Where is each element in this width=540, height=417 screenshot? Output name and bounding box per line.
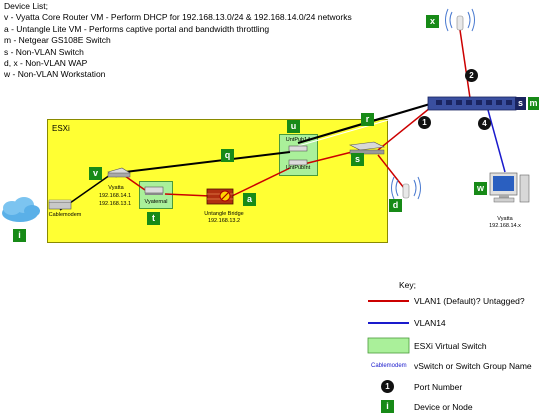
tag-i: i [13, 229, 26, 242]
key-vswitch-name-label: vSwitch or Switch Group Name [414, 361, 532, 371]
cloud-icon [2, 197, 40, 222]
untpub-switch-icon [288, 145, 308, 166]
link-switch-s-wap-d [377, 154, 405, 189]
workstation-icon [489, 172, 530, 203]
link-switch-s-netgear [377, 107, 431, 151]
key-vlan14-label: VLAN14 [414, 318, 446, 328]
port-number-1: 1 [418, 116, 431, 129]
esxi-host-box [47, 119, 388, 243]
vyaternal-label: Vyaternal [144, 199, 168, 205]
tag-x: x [426, 15, 439, 28]
vyatta-router-label-3: 192.168.13.1 [98, 201, 132, 207]
untangle-label-2: 192.168.13.2 [207, 218, 241, 224]
vyatta-router-label-2: 192.168.14.1 [98, 193, 132, 199]
key-port-label: Port Number [414, 382, 463, 392]
wireless-ap-icon-d [391, 176, 421, 200]
port-number-2: 2 [465, 69, 478, 82]
tag-u: u [287, 120, 300, 133]
esxi-label: ESXi [52, 124, 70, 133]
link-wap-x-netgear [459, 29, 471, 99]
key-device-label: Device or Node [414, 402, 473, 412]
vyatta-router-label-1: Vyatta [108, 185, 124, 191]
link-netgear-workstation [487, 109, 506, 173]
workstation-label-2: 192.168.14.x [489, 223, 521, 229]
key-vlan1-label: VLAN1 (Default)? Untagged? [414, 296, 525, 306]
untpubint-label: UntPubInt [285, 165, 311, 171]
netgear-switch-icon [427, 96, 517, 111]
tag-q: q [221, 149, 234, 162]
workstation-label-1: Vyatta [497, 216, 513, 222]
link-trunk-highlight [297, 107, 431, 147]
key-vswitch-swatch [367, 337, 410, 354]
link-vyaternal-untangle [164, 193, 211, 197]
device-list-item: s - Non-VLAN Switch [4, 46, 84, 57]
device-list-item: d, x - Non-VLAN WAP [4, 58, 88, 69]
key-vswitch-label: ESXi Virtual Switch [414, 341, 487, 351]
tag-netgear-s: s [515, 97, 526, 110]
tag-s: s [351, 153, 364, 166]
network-switch-icon [348, 141, 386, 155]
cablemodem-label: Cablemodem [48, 212, 82, 218]
key-heading: Key; [399, 280, 417, 290]
tag-r: r [361, 113, 374, 126]
firewall-icon [206, 188, 234, 205]
wireless-ap-icon-x [445, 8, 475, 32]
tag-d: d [389, 199, 402, 212]
tag-a: a [243, 193, 256, 206]
device-list: Device List; v - Vyatta Core Router VM -… [4, 1, 352, 81]
tag-t: t [147, 212, 160, 225]
untangle-label-1: Untangle Bridge [204, 211, 244, 217]
device-list-item: w - Non-VLAN Workstation [4, 69, 106, 80]
link-untangle-untpubint [231, 167, 291, 197]
device-list-heading: Device List; [4, 1, 48, 11]
link-vyatta-untpub14 [124, 151, 291, 173]
cablemodem-icon [48, 199, 72, 210]
device-list-item: v - Vyatta Core Router VM - Perform DHCP… [4, 12, 352, 23]
tag-v: v [89, 167, 102, 180]
tag-w: w [474, 182, 487, 195]
router-icon [107, 167, 131, 178]
vswitch-untpub [279, 134, 318, 176]
key-device-tag: i [381, 400, 394, 413]
key-vswitch-name-sample: Cablemodem [371, 363, 407, 369]
key-port-circle: 1 [381, 380, 394, 393]
device-list-item: a - Untangle Lite VM - Performs captive … [4, 23, 270, 34]
port-number-4: 4 [478, 117, 491, 130]
untpub14-label: UntPub14 [285, 137, 311, 143]
vyaternal-switch-icon [144, 186, 164, 195]
link-vyatta-vyaternal [124, 175, 146, 191]
tag-m: m [528, 97, 539, 110]
device-list-item: m - Netgear GS108E Switch [4, 35, 111, 46]
